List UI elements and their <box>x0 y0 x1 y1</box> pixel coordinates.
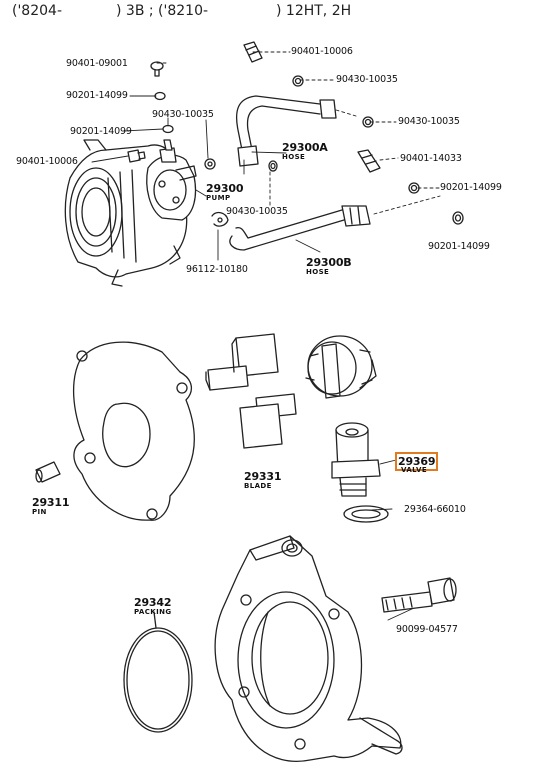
part-90201-14099-b[interactable]: 90201-14099 <box>70 126 132 137</box>
part-90401-14033[interactable]: 90401-14033 <box>400 153 462 164</box>
part-90201-14099-a[interactable]: 90201-14099 <box>66 90 128 101</box>
part-29300B-desc: HOSE <box>306 268 330 276</box>
part-29369-desc: VALVE <box>401 466 428 474</box>
part-29300A[interactable]: 29300A <box>282 141 328 154</box>
pump-body-drawing <box>146 139 197 221</box>
part-90201-14099-c[interactable]: 90201-14099 <box>440 182 502 193</box>
header-seg-1: ('8204- <box>12 3 62 19</box>
part-29364-66010[interactable]: 29364-66010 <box>404 504 466 515</box>
alternator-drawing <box>64 139 188 287</box>
part-29369-highlighted[interactable]: 29369 <box>394 452 439 471</box>
model-range-header: ('8204- ) 3B ; ('8210- ) 12HT, 2H <box>0 0 538 26</box>
bolt-drawing <box>381 577 457 613</box>
part-90430-10035-c[interactable]: 90430-10035 <box>398 116 460 127</box>
rotor-drawing <box>305 335 377 399</box>
part-29331-desc: BLADE <box>244 482 272 490</box>
part-90430-10035-d[interactable]: 90430-10035 <box>226 206 288 217</box>
part-90430-10035-b[interactable]: 90430-10035 <box>152 109 214 120</box>
part-29342[interactable]: 29342 <box>134 596 172 609</box>
part-90201-14099-d[interactable]: 90201-14099 <box>428 241 490 252</box>
pin-drawing <box>35 461 61 483</box>
header-seg-2: ) 3B ; ('8210- <box>116 3 209 19</box>
part-96112-10180[interactable]: 96112-10180 <box>186 264 248 275</box>
end-plate-drawing <box>72 341 195 521</box>
part-29300A-desc: HOSE <box>282 153 306 161</box>
part-90430-10035-a[interactable]: 90430-10035 <box>336 74 398 85</box>
part-29300-desc: PUMP <box>206 194 231 202</box>
dashed-leaders <box>153 51 441 215</box>
part-29300[interactable]: 29300 <box>206 182 244 195</box>
header-seg-3: ) 12HT, 2H <box>276 3 352 19</box>
part-29331[interactable]: 29331 <box>244 470 282 483</box>
hose-29300A-drawing <box>235 95 337 167</box>
packing-ring-drawing <box>123 611 193 733</box>
part-90401-10006-top[interactable]: 90401-10006 <box>291 46 353 57</box>
blades-drawing <box>205 333 297 449</box>
part-29311[interactable]: 29311 <box>32 496 70 509</box>
part-29342-desc: PACKING <box>134 608 172 616</box>
valve-drawing <box>331 422 389 523</box>
part-90401-09001[interactable]: 90401-09001 <box>66 58 128 69</box>
fittings-drawing <box>127 41 464 227</box>
part-29311-desc: PIN <box>32 508 47 516</box>
part-90099-04577[interactable]: 90099-04577 <box>396 624 458 635</box>
housing-drawing <box>214 535 403 762</box>
hose-29300B-drawing <box>229 205 371 251</box>
leader-lines <box>91 95 415 621</box>
part-90401-10006-b[interactable]: 90401-10006 <box>16 156 78 167</box>
part-29300B[interactable]: 29300B <box>306 256 352 269</box>
